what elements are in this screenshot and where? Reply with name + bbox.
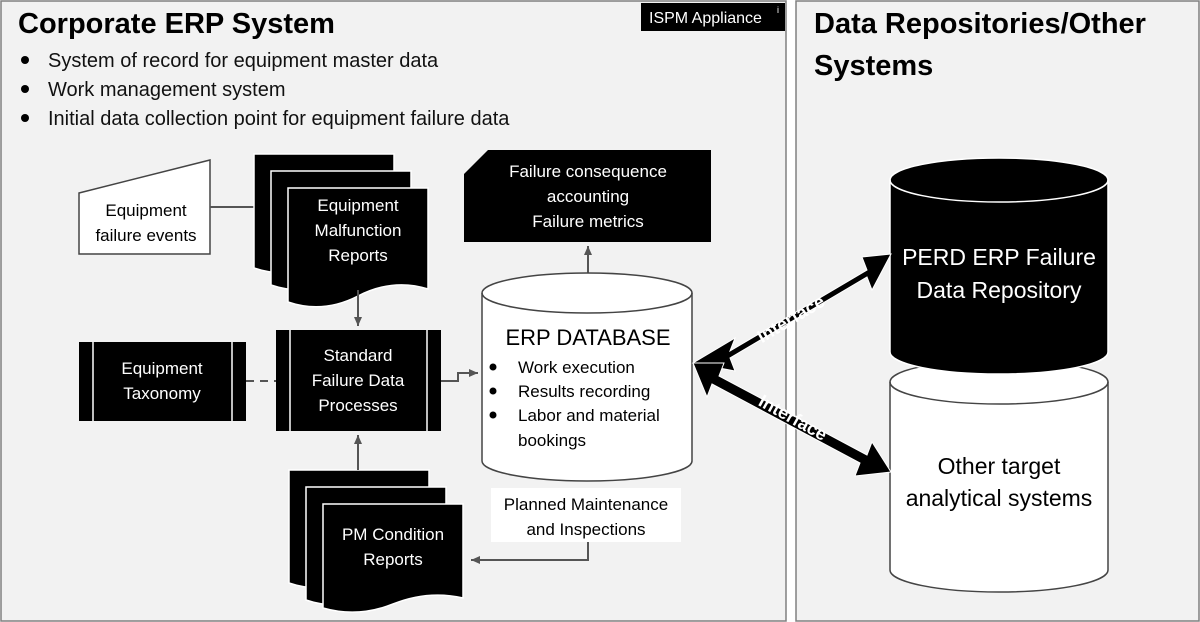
bullet-dot: [21, 56, 29, 64]
equipment-failure-events-shape: [78, 159, 211, 255]
arrow-processes-to-database: [441, 369, 478, 382]
planned-maintenance-label-bg: [491, 488, 681, 542]
equipment-taxonomy-box: [79, 342, 246, 421]
ispm-appliance-note: i: [777, 5, 779, 15]
data-repositories-title-line2: Systems: [814, 50, 933, 82]
pm-condition-reports-stack: [288, 469, 464, 613]
erp-bullet-3: Initial data collection point for equipm…: [48, 108, 510, 130]
ispm-appliance-label: ISPM Appliance: [649, 10, 762, 27]
bullet-dot: [21, 85, 29, 93]
erp-database-bullet-3-cont: bookings: [518, 431, 586, 450]
bullet-dot: [489, 411, 497, 419]
erp-database-title: ERP DATABASE: [505, 325, 670, 350]
other-systems-line1: Other target: [938, 453, 1061, 479]
corporate-erp-title: Corporate ERP System: [18, 8, 335, 40]
standard-processes-line2: Failure Data: [312, 371, 405, 390]
planned-maintenance-line2: and Inspections: [526, 520, 645, 539]
data-repositories-title-line1: Data Repositories/Other: [814, 8, 1146, 40]
malfunction-reports-line1: Equipment: [317, 196, 399, 215]
malfunction-reports-line3: Reports: [328, 246, 388, 265]
erp-database-bullet-3: Labor and material: [518, 406, 660, 425]
erp-database-bullet-2: Results recording: [518, 382, 650, 401]
equipment-taxonomy-line1: Equipment: [121, 359, 203, 378]
erp-database-cylinder: [481, 272, 693, 482]
standard-processes-line3: Processes: [318, 396, 397, 415]
perd-repository-cylinder: [889, 157, 1109, 375]
other-systems-top-rim: [889, 381, 1109, 405]
bullet-dot: [21, 114, 29, 122]
equipment-failure-events-line2: failure events: [95, 226, 196, 245]
other-systems-line2: analytical systems: [906, 485, 1093, 511]
pm-condition-reports-line1: PM Condition: [342, 525, 444, 544]
standard-processes-box: [276, 330, 441, 431]
failure-consequence-line3: Failure metrics: [532, 212, 643, 231]
planned-maintenance-line1: Planned Maintenance: [504, 495, 668, 514]
erp-bullet-2: Work management system: [48, 79, 286, 101]
perd-repository-line1: PERD ERP Failure: [902, 244, 1096, 270]
malfunction-reports-line2: Malfunction: [315, 221, 402, 240]
pm-condition-reports-line2: Reports: [363, 550, 423, 569]
failure-consequence-line2: accounting: [547, 187, 629, 206]
ispm-appliance-badge: [641, 3, 785, 31]
failure-consequence-shape: [464, 150, 711, 242]
equipment-failure-events-line1: Equipment: [105, 201, 187, 220]
erp-database-bullet-1: Work execution: [518, 358, 635, 377]
erp-database-top-rim: [481, 292, 693, 314]
arrow-database-to-pm-reports: [471, 542, 589, 564]
standard-processes-line1: Standard: [324, 346, 393, 365]
bullet-dot: [489, 363, 497, 371]
equipment-taxonomy-line2: Taxonomy: [123, 384, 201, 403]
bullet-dot: [489, 387, 497, 395]
perd-repository-top-rim: [889, 179, 1109, 203]
erp-bullet-1: System of record for equipment master da…: [48, 50, 439, 72]
malfunction-reports-stack: [253, 153, 429, 308]
failure-consequence-line1: Failure consequence: [509, 162, 667, 181]
perd-repository-line2: Data Repository: [917, 277, 1082, 303]
